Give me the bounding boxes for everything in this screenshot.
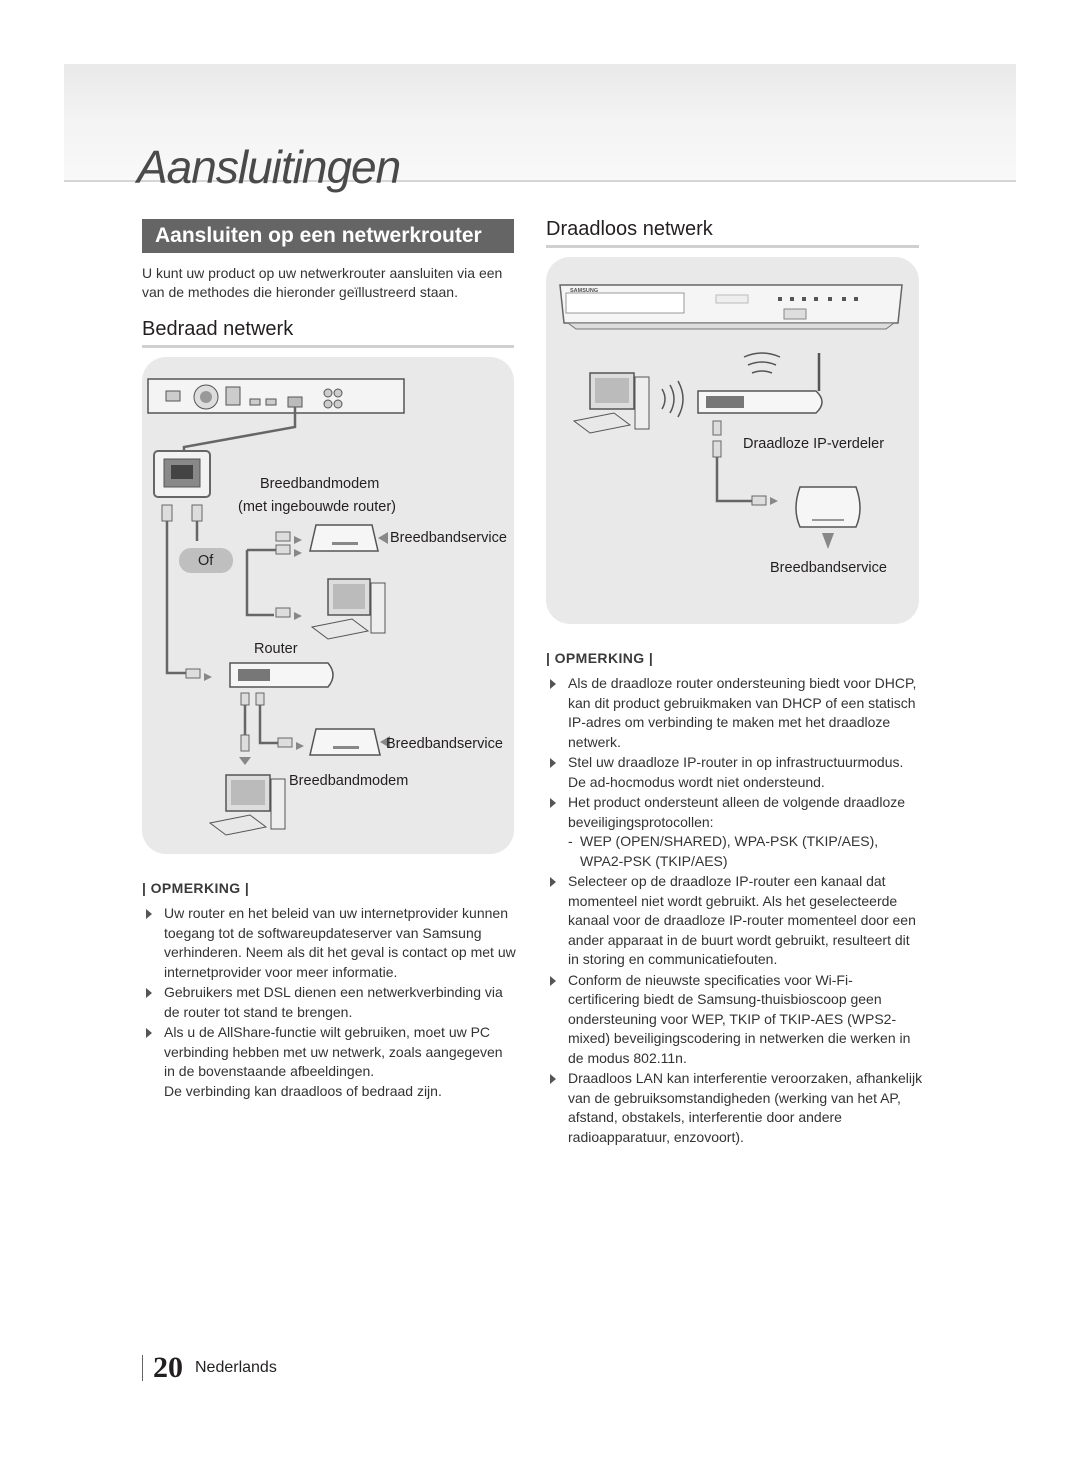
note-item: Als u de AllShare-functie wilt gebruiken… bbox=[142, 1023, 516, 1101]
note-subitem: -WEP (OPEN/SHARED), WPA-PSK (TKIP/AES), … bbox=[568, 832, 924, 871]
lan-socket bbox=[153, 450, 211, 498]
label-service-wireless: Breedbandservice bbox=[770, 560, 887, 576]
bullet-icon bbox=[146, 909, 152, 919]
page-footer: 20 Nederlands bbox=[142, 1351, 277, 1385]
left-note-list: Uw router en het beleid van uw internetp… bbox=[142, 904, 516, 1102]
broadband-modem-device bbox=[309, 524, 379, 552]
router-device bbox=[229, 662, 334, 688]
wired-network-figure: Breedbandmodem (met ingebouwde router) B… bbox=[142, 357, 514, 854]
pc-icon-2 bbox=[208, 774, 286, 836]
chapter-title: Aansluitingen bbox=[137, 141, 401, 193]
broadband-modem-device-wireless bbox=[795, 486, 861, 528]
wireless-network-figure: SAMSUNG bbox=[546, 257, 919, 624]
page-language: Nederlands bbox=[195, 1359, 277, 1376]
bullet-icon bbox=[550, 798, 556, 808]
note-item: Selecteer op de draadloze IP-router een … bbox=[546, 872, 924, 970]
note-text: Als de draadloze router ondersteuning bi… bbox=[568, 675, 917, 750]
label-service-1: Breedbandservice bbox=[390, 530, 507, 546]
note-text: Als u de AllShare-functie wilt gebruiken… bbox=[164, 1024, 503, 1079]
wireless-heading-rule bbox=[546, 245, 919, 248]
note-item: Conform de nieuwste specificaties voor W… bbox=[546, 971, 924, 1069]
note-text: Gebruikers met DSL dienen een netwerkver… bbox=[164, 984, 503, 1020]
note-extra-text: De verbinding kan draadloos of bedraad z… bbox=[164, 1082, 442, 1099]
wifi-signal-icon bbox=[661, 352, 781, 418]
bullet-icon bbox=[550, 1074, 556, 1084]
chapter-header-band bbox=[64, 64, 1016, 182]
note-item: Als de draadloze router ondersteuning bi… bbox=[546, 674, 924, 752]
wireless-heading: Draadloos netwerk bbox=[546, 218, 713, 240]
page-number: 20 bbox=[153, 1351, 183, 1384]
right-note-list: Als de draadloze router ondersteuning bi… bbox=[546, 674, 924, 1148]
label-modem-line2: (met ingebouwde router) bbox=[238, 499, 396, 515]
label-modem-line1: Breedbandmodem bbox=[260, 476, 379, 492]
left-note-heading: | OPMERKING | bbox=[142, 880, 250, 896]
note-item: Het product ondersteunt alleen de volgen… bbox=[546, 793, 924, 871]
note-text: Uw router en het beleid van uw internetp… bbox=[164, 905, 516, 980]
wireless-ip-splitter-device bbox=[697, 353, 823, 414]
bullet-icon bbox=[550, 975, 556, 986]
receiver-front: SAMSUNG bbox=[559, 284, 903, 330]
section-title: Aansluiten op een netwerkrouter bbox=[142, 219, 514, 253]
bullet-icon bbox=[146, 988, 152, 998]
wired-heading-rule bbox=[142, 345, 514, 348]
note-item: Gebruikers met DSL dienen een netwerkver… bbox=[142, 983, 516, 1022]
bullet-icon bbox=[146, 1028, 152, 1038]
label-router: Router bbox=[254, 641, 298, 657]
note-item: Draadloos LAN kan interferentie veroorza… bbox=[546, 1069, 924, 1147]
pc-icon-wireless bbox=[572, 372, 650, 434]
footer-divider bbox=[142, 1355, 143, 1381]
note-item: Stel uw draadloze IP-router in op infras… bbox=[546, 753, 924, 792]
receiver-back-panel bbox=[147, 378, 405, 414]
label-or: Of bbox=[198, 553, 214, 569]
wired-heading: Bedraad netwerk bbox=[142, 318, 294, 340]
label-ip-splitter: Draadloze IP-verdeler bbox=[743, 436, 884, 452]
pc-icon-1 bbox=[310, 578, 386, 640]
bullet-icon bbox=[550, 877, 556, 887]
or-badge bbox=[179, 548, 233, 573]
dash-icon: - bbox=[568, 833, 573, 849]
label-service-2: Breedbandservice bbox=[386, 736, 503, 752]
wireless-diagram: SAMSUNG bbox=[559, 284, 903, 576]
note-text: Het product ondersteunt alleen de volgen… bbox=[568, 794, 906, 830]
wired-diagram: Breedbandmodem (met ingebouwde router) B… bbox=[147, 378, 507, 836]
bullet-icon bbox=[550, 758, 556, 768]
bullet-icon bbox=[550, 679, 556, 689]
broadband-modem-device-2 bbox=[309, 728, 381, 756]
note-subitem-text: WEP (OPEN/SHARED), WPA-PSK (TKIP/AES), W… bbox=[580, 833, 879, 869]
note-text: Stel uw draadloze IP-router in op infras… bbox=[568, 754, 904, 790]
note-text: Draadloos LAN kan interferentie veroorza… bbox=[568, 1070, 923, 1145]
note-item: Uw router en het beleid van uw internetp… bbox=[142, 904, 516, 982]
note-text: Conform de nieuwste specificaties voor W… bbox=[568, 971, 911, 1066]
intro-text: U kunt uw product op uw netwerkrouter aa… bbox=[142, 265, 503, 300]
brand-label: SAMSUNG bbox=[570, 288, 598, 294]
note-text: Selecteer op de draadloze IP-router een … bbox=[568, 873, 916, 967]
label-modem: Breedbandmodem bbox=[289, 773, 408, 789]
right-note-heading: | OPMERKING | bbox=[546, 650, 654, 666]
